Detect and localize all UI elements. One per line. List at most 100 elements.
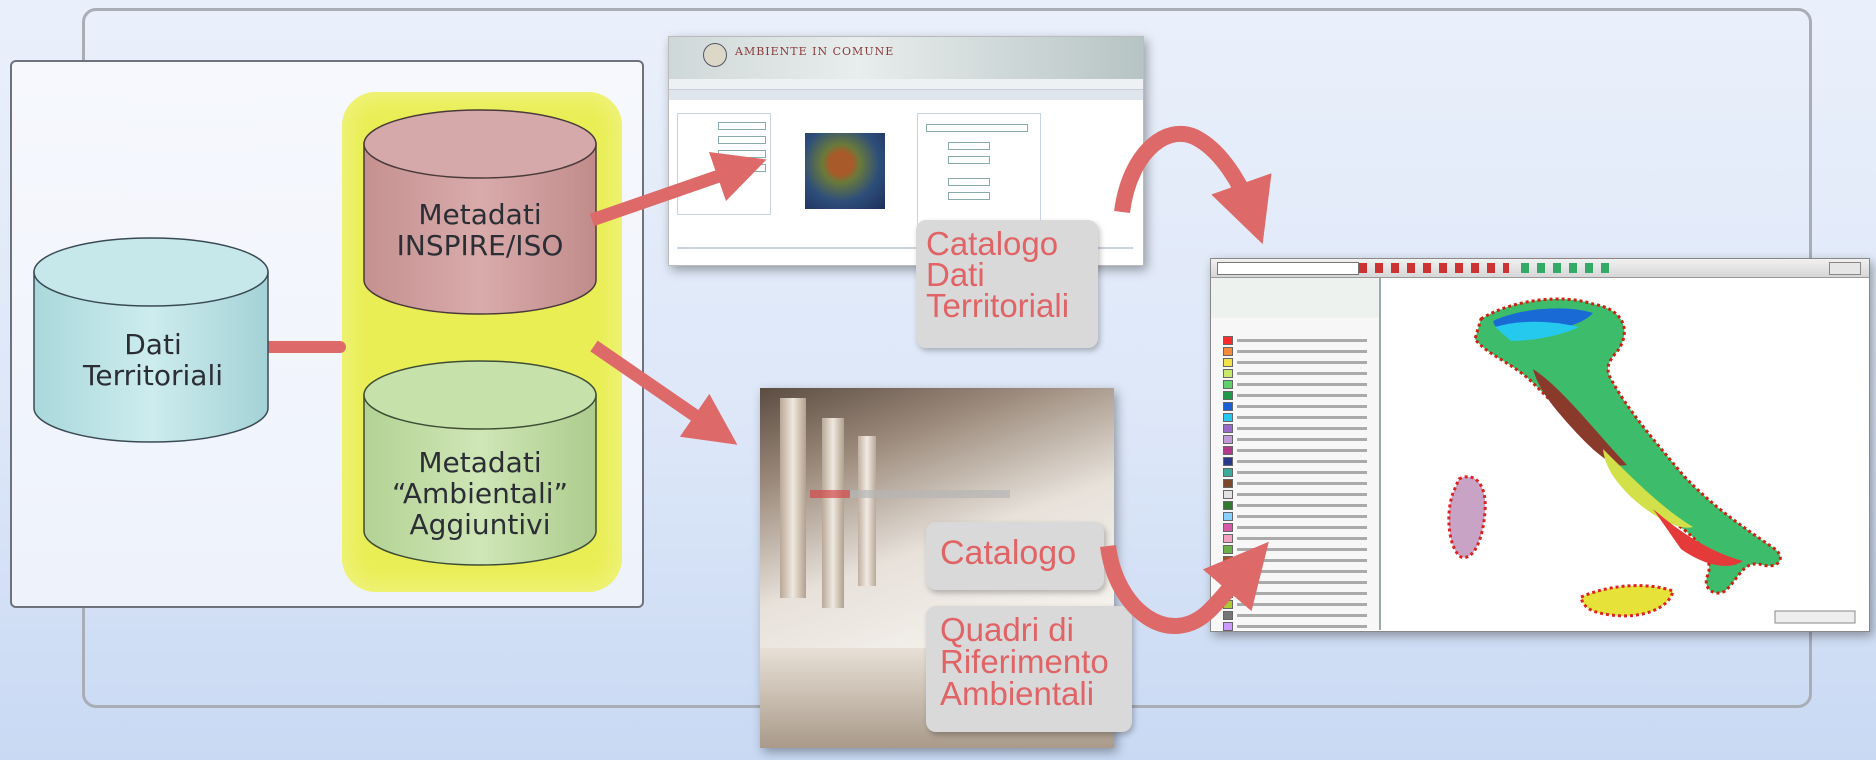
card-catalogo-dati-territoriali: Catalogo Dati Territoriali [916,220,1098,348]
legend-text-bar [1237,592,1367,595]
legend-text-bar [1237,339,1367,342]
quadri-line-1: Quadri di [940,611,1074,648]
legend-text-bar [1237,361,1367,364]
dati-territoriali-label: Dati Territoriali [58,328,248,392]
legend-swatch [1223,622,1233,631]
legend-text-bar [1237,515,1367,518]
legend-text-bar [1237,416,1367,419]
layer-select[interactable] [1217,262,1359,275]
curved-arrow-top [1114,125,1272,245]
legend-item [1223,336,1379,345]
catalogo-dati-line-2: Dati [926,256,985,293]
legend-text-bar [1237,581,1367,584]
legend-swatch [1223,380,1233,389]
catalog-header-banner: AMBIENTE IN COMUNE [669,37,1143,79]
legend-swatch [1223,512,1233,521]
cylinder-metadati-inspire [363,109,597,315]
legend-swatch [1223,402,1233,411]
legend-text-bar [1237,372,1367,375]
quadri-line-2: Riferimento [940,643,1109,680]
dati-line-2: Territoriali [83,358,223,392]
legend-item [1223,446,1379,455]
legend-item [1223,435,1379,444]
cylinder-dati-territoriali [33,237,269,443]
legend-item [1223,611,1379,620]
legend-text-bar [1237,625,1367,628]
ambientali-line-3: Aggiuntivi [409,507,551,541]
portal-logo-strip [810,490,1010,498]
legend-item [1223,501,1379,510]
legend-item [1223,457,1379,466]
legend-swatch [1223,479,1233,488]
metadati-inspire-label: Metadati INSPIRE/ISO [370,199,590,262]
tool-icons[interactable] [1521,263,1611,273]
emblem-icon [703,43,727,67]
pillar-1 [780,398,806,598]
legend-item [1223,391,1379,400]
legend-item [1223,402,1379,411]
pillar-2 [822,418,844,608]
inspire-line-2: INSPIRE/ISO [396,228,564,262]
legend-text-bar [1237,559,1367,562]
legend-swatch [1223,424,1233,433]
ambientali-line-2: “Ambientali” [391,476,569,510]
legend-item [1223,424,1379,433]
legend-text-bar [1237,405,1367,408]
legend-swatch [1223,523,1233,532]
legend-swatch [1223,468,1233,477]
map-viewer-screenshot [1210,258,1870,632]
arrow-to-catalog [589,151,767,227]
legend-text-bar [1237,570,1367,573]
legend-swatch [1223,336,1233,345]
dati-line-1: Dati [124,328,182,361]
italy-climate-map [1447,297,1856,624]
legend-item [1223,347,1379,356]
catalogo-dati-line-3: Territoriali [926,287,1070,324]
cylinder-metadati-ambientali [363,360,597,566]
help-button[interactable] [1829,262,1861,275]
legend-text-bar [1237,526,1367,529]
legend-text-bar [1237,504,1367,507]
legend-item [1223,380,1379,389]
legend-swatch [1223,369,1233,378]
legend-item [1223,523,1379,532]
arrow-to-portal [590,340,738,445]
legend-swatch [1223,490,1233,499]
legend-swatch [1223,611,1233,620]
legend-swatch [1223,347,1233,356]
legend-text-bar [1237,427,1367,430]
legend-item [1223,358,1379,367]
legend-text-bar [1237,471,1367,474]
legend-text-bar [1237,449,1367,452]
card-quadri-riferimento: Quadri di Riferimento Ambientali [926,606,1132,732]
legend-swatch [1223,358,1233,367]
legend-text-bar [1237,383,1367,386]
pillar-3 [858,436,876,586]
catalog-toolbar [669,79,1143,90]
legend-text-bar [1237,460,1367,463]
legend-swatch [1223,446,1233,455]
card-catalogo: Catalogo [926,522,1104,590]
legend-swatch [1223,501,1233,510]
legend-text-bar [1237,394,1367,397]
legend-text-bar [1237,493,1367,496]
italy-satellite-map [805,133,885,209]
legend-text-bar [1237,350,1367,353]
legend-item [1223,622,1379,631]
legend-swatch [1223,435,1233,444]
legend-item [1223,413,1379,422]
legend-text-bar [1237,603,1367,606]
legend-swatch [1223,413,1233,422]
legend-swatch [1223,391,1233,400]
legend-list [1211,318,1379,631]
zoom-tools[interactable] [1359,263,1509,273]
catalog-header-title: AMBIENTE IN COMUNE [735,45,895,58]
legend-swatch [1223,457,1233,466]
legend-text-bar [1237,482,1367,485]
legend-item [1223,479,1379,488]
quadri-line-3: Ambientali [940,675,1095,712]
curved-arrow-bottom [1100,541,1269,634]
legend-text-bar [1237,537,1367,540]
legend-item [1223,490,1379,499]
